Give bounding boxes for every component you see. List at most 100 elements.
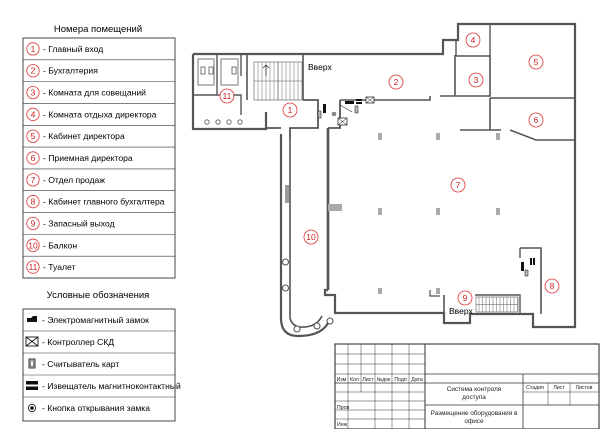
system-title-line2: доступа: [462, 394, 486, 401]
electromagnetic-lock-icon: [521, 262, 524, 271]
room-marker-emergency-exit: [457, 290, 473, 306]
room-name: - Кабинет главного бухгалтера: [43, 197, 165, 207]
rear-staircase: [475, 296, 519, 313]
room-name: - Кабинет директора: [43, 131, 125, 141]
access-controller-icon: [365, 96, 375, 104]
col-header: Кол: [350, 377, 359, 383]
room-marker-number: 7: [456, 180, 461, 190]
room-marker-director-reception: [528, 112, 544, 128]
room-number: 3: [31, 88, 36, 98]
access-controller-icon: [337, 117, 348, 126]
room-number-marker: [26, 216, 40, 231]
title-block-text: Изм Кол Лист №док Подп Дата Система конт…: [337, 377, 593, 428]
room-marker-number: 5: [534, 57, 539, 67]
room-marker-number: 6: [534, 115, 539, 125]
room-marker-number: 4: [471, 35, 476, 45]
room-number: 11: [29, 262, 38, 272]
room-markers: 1 2 3 4 5 6 7 8 9 10 11: [219, 32, 560, 306]
symbol-label: - Кнопка открывания замка: [42, 403, 150, 413]
symbols-title: Условные обозначения: [47, 290, 150, 301]
system-title-line1: Система контроля: [447, 386, 502, 393]
room-number: 6: [31, 153, 36, 163]
electromagnetic-lock-icon: [345, 101, 354, 104]
room-number: 9: [31, 218, 36, 228]
title-block: [334, 343, 600, 429]
electromagnetic-lock-icon: [27, 316, 37, 322]
room-number: 2: [31, 66, 36, 76]
room-number-marker: [26, 260, 40, 274]
room-marker-number: 8: [550, 281, 555, 291]
room-name: - Приемная директора: [43, 153, 133, 163]
symbol-label: - Контроллер СКД: [42, 337, 114, 347]
room-number-marker: [26, 64, 40, 78]
symbols-legend: Условные обозначения - Электромагнитный …: [22, 290, 181, 422]
room-number: 7: [31, 175, 36, 185]
room-number-marker: [26, 42, 40, 56]
row-engineer: Инж: [337, 422, 348, 428]
toilet-fixtures: [197, 58, 243, 125]
room-name: - Запасный выход: [43, 218, 115, 228]
room-name: - Отдел продаж: [43, 175, 105, 185]
room-name: - Бухгалтерия: [43, 66, 98, 76]
room-number: 1: [31, 44, 36, 54]
col-header: Лист: [362, 377, 374, 383]
card-reader-icon: [524, 269, 529, 277]
row-checked: Пров: [337, 405, 349, 411]
symbol-label: - Извещатель магнитноконтактный: [42, 381, 181, 391]
balcony: [279, 134, 334, 338]
stage-header: Стадия: [526, 385, 544, 391]
sheets-header: Листов: [576, 385, 593, 391]
drawing-name-line2: офисе: [464, 418, 484, 425]
room-number-marker: [26, 129, 40, 143]
room-marker-balcony: [303, 229, 319, 245]
stair-label-top: Вверх: [308, 62, 332, 72]
lock-release-button-icon: [331, 111, 337, 117]
room-numbers-legend: Номера помещений 1 - Главный вход 2 - Бухга…: [22, 24, 176, 279]
room-marker-toilet: [219, 88, 235, 104]
room-marker-director-office: [528, 54, 544, 70]
room-number-marker: [26, 238, 40, 252]
room-number: 5: [31, 131, 36, 141]
col-header: №док: [377, 377, 391, 383]
floor-plan: [191, 22, 577, 329]
room-number: 10: [28, 240, 38, 250]
room-marker-meeting-room: [468, 72, 484, 88]
magnetic-contact-sensor-icon: [26, 381, 38, 390]
room-name: - Балкон: [43, 240, 77, 250]
room-marker-accounting: [388, 74, 404, 90]
room-marker-number: 11: [223, 91, 232, 101]
room-marker-number: 2: [394, 77, 399, 87]
drawing-name-line1: Размещение оборудования в: [431, 409, 518, 417]
room-number-marker: [26, 195, 40, 209]
access-controller-icon: [25, 336, 39, 347]
room-number-marker: [26, 173, 40, 187]
symbols-frame: [22, 308, 176, 422]
room-marker-number: 1: [288, 105, 293, 115]
room-marker-number: 3: [474, 75, 479, 85]
room-number: 8: [31, 197, 36, 207]
stair-label-bottom: Вверх: [449, 306, 473, 316]
room-numbers-title: Номера помещений: [54, 24, 142, 35]
room-marker-main-entrance: [282, 102, 298, 118]
magnetic-contact-sensor-icon: [530, 258, 535, 265]
room-numbers-frame: [22, 37, 176, 279]
room-marker-number: 9: [463, 293, 468, 303]
room-name: - Главный вход: [43, 44, 103, 54]
entrance-equipment: [317, 96, 375, 126]
main-staircase: [253, 61, 303, 101]
outer-wall: [193, 22, 577, 329]
lock-release-button-icon: [27, 403, 36, 412]
room-number: 4: [31, 109, 36, 119]
room-marker-director-rest-room: [465, 32, 481, 48]
room-marker-number: 10: [306, 232, 316, 242]
symbol-label: - Электромагнитный замок: [42, 315, 149, 325]
room-marker-sales-department: [450, 177, 466, 193]
rear-equipment: [521, 258, 535, 277]
room-marker-chief-accountant-office: [544, 278, 560, 294]
card-reader-icon: [354, 105, 359, 114]
col-header: Подп: [394, 377, 407, 383]
symbol-label: - Считыватель карт: [42, 359, 119, 369]
col-header: Изм: [337, 377, 347, 383]
room-name: - Туалет: [43, 262, 76, 272]
